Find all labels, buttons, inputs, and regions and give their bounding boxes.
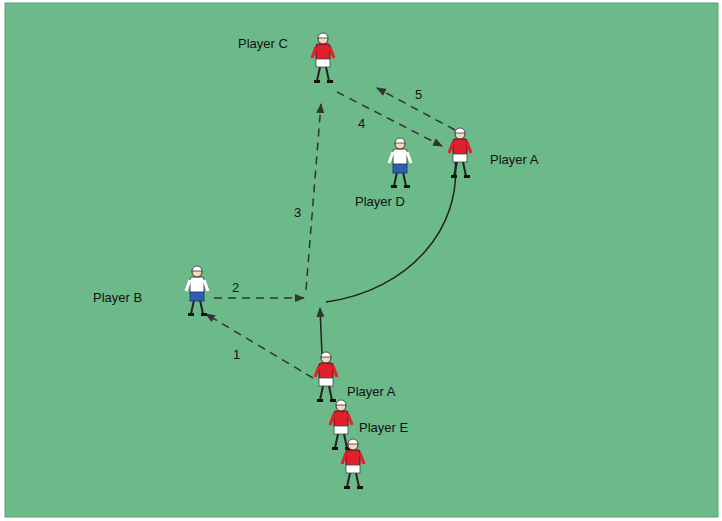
callout-number: 1 — [233, 347, 240, 362]
callout-number: 4 — [358, 116, 365, 131]
player-name: Player E — [359, 420, 408, 435]
callout-number: 3 — [294, 205, 301, 220]
player-name: Player A — [347, 384, 395, 399]
callout-number: 2 — [232, 280, 239, 295]
player-name: Player B — [93, 290, 142, 305]
callout-number: 5 — [415, 87, 422, 102]
player-name: Player C — [238, 36, 288, 51]
player-name: Player D — [355, 194, 405, 209]
player-name: Player A — [490, 152, 538, 167]
